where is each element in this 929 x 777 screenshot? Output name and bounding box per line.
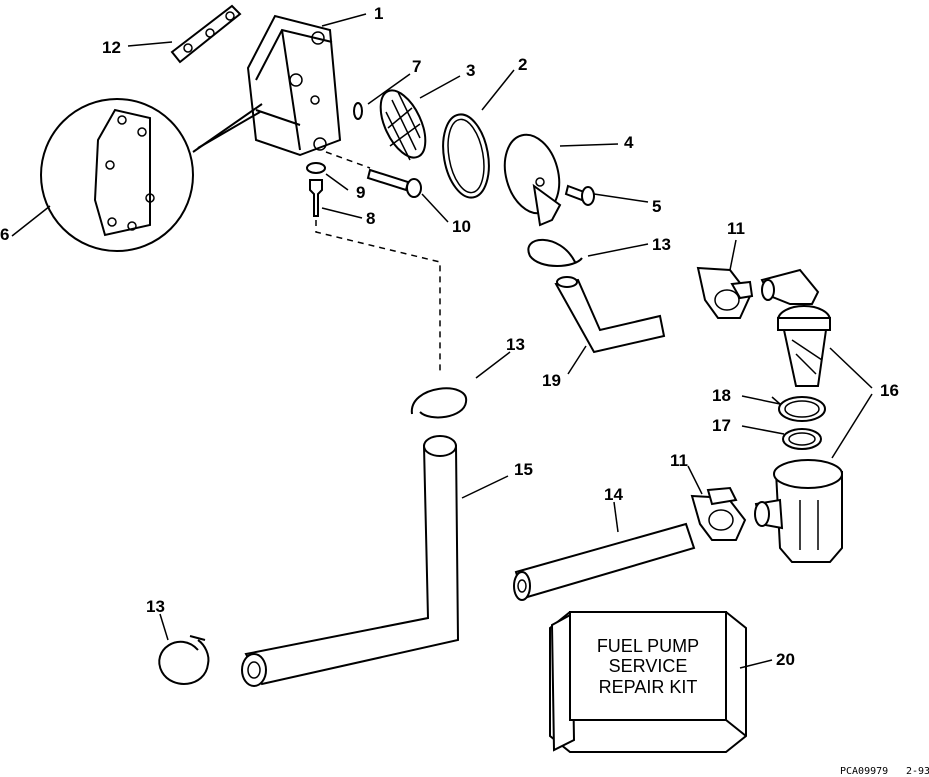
callout-5: 5 xyxy=(652,197,661,216)
o-ring-part-18 xyxy=(778,396,826,422)
callout-10: 10 xyxy=(452,217,471,236)
screw-part-5 xyxy=(564,184,595,206)
callout-11-upper: 11 xyxy=(727,219,745,238)
callout-8: 8 xyxy=(366,209,375,228)
kit-label-line-1: FUEL PUMP xyxy=(597,636,699,656)
callout-17: 17 xyxy=(712,416,731,435)
callout-numbers: 1 2 3 7 4 5 6 12 8 9 10 13 19 11 16 18 1… xyxy=(0,4,899,669)
clamp-part-13-middle xyxy=(410,387,468,419)
callout-13-lower: 13 xyxy=(146,597,165,616)
callout-9: 9 xyxy=(356,183,365,202)
callout-4: 4 xyxy=(624,133,634,152)
kit-label-line-2: SERVICE xyxy=(609,656,688,676)
callout-7: 7 xyxy=(412,57,421,76)
callout-1: 1 xyxy=(374,4,383,23)
hose-part-15 xyxy=(241,435,460,687)
fitting-part-8 xyxy=(309,179,323,217)
callout-18: 18 xyxy=(712,386,731,405)
pump-body-part-1 xyxy=(246,14,342,157)
figure-code: PCA09979 xyxy=(840,766,888,777)
repair-kit-box-part-20: FUEL PUMP SERVICE REPAIR KIT xyxy=(549,611,747,753)
callout-13-middle: 13 xyxy=(506,335,525,354)
hose-part-14 xyxy=(513,522,696,601)
callout-19: 19 xyxy=(542,371,561,390)
detail-view-part-6 xyxy=(40,98,263,252)
clamp-part-11-upper xyxy=(696,266,754,319)
clamp-part-13-lower xyxy=(158,635,210,685)
o-ring-part-9 xyxy=(306,162,326,174)
o-ring-part-17 xyxy=(782,428,822,450)
filter-screen-part-3 xyxy=(379,89,427,161)
clamp-part-13-upper xyxy=(527,238,583,267)
figure-date: 2-93 xyxy=(906,766,929,777)
callout-12: 12 xyxy=(102,38,121,57)
callout-16: 16 xyxy=(880,381,899,400)
callout-15: 15 xyxy=(514,460,533,479)
o-ring-part-7 xyxy=(353,102,363,120)
leader-lines xyxy=(11,13,873,669)
callout-2: 2 xyxy=(518,55,527,74)
callout-14: 14 xyxy=(604,485,623,504)
filter-bowl-part-16 xyxy=(754,459,843,563)
callout-3: 3 xyxy=(466,61,475,80)
callout-6: 6 xyxy=(0,225,9,244)
hose-part-19 xyxy=(554,276,666,354)
bolt-part-10 xyxy=(366,168,422,198)
connection-dashed-line xyxy=(315,220,441,372)
callout-20: 20 xyxy=(776,650,795,669)
clamp-part-11-lower xyxy=(690,486,747,541)
connection-dashed-line-pump xyxy=(325,151,371,169)
callout-11-lower: 11 xyxy=(670,451,688,470)
kit-label-line-3: REPAIR KIT xyxy=(599,677,698,697)
pump-cover-part-4 xyxy=(503,133,562,227)
filter-top-part-16 xyxy=(760,268,831,387)
callout-13-upper: 13 xyxy=(652,235,671,254)
gasket-plate-part-12 xyxy=(170,4,242,64)
gasket-ring-part-2 xyxy=(442,113,490,199)
